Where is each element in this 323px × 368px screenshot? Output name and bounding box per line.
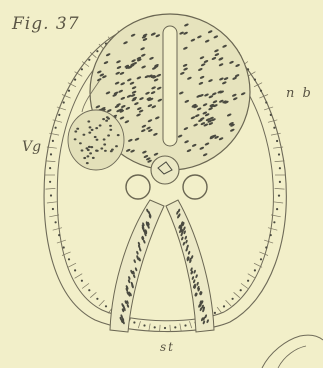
- label-nb: n b: [286, 86, 313, 101]
- adjacent-structure-outline-2: [278, 346, 306, 368]
- right-vessel: [183, 175, 207, 199]
- left-vessel: [126, 175, 150, 199]
- label-vg: Vg: [22, 139, 41, 155]
- gut-left-arm: [110, 200, 164, 332]
- figure-title: Fig. 37: [12, 14, 80, 34]
- neural-canal: [163, 26, 177, 146]
- notochord: [151, 156, 179, 184]
- label-st: st: [160, 340, 175, 354]
- gut-right-arm: [166, 200, 214, 332]
